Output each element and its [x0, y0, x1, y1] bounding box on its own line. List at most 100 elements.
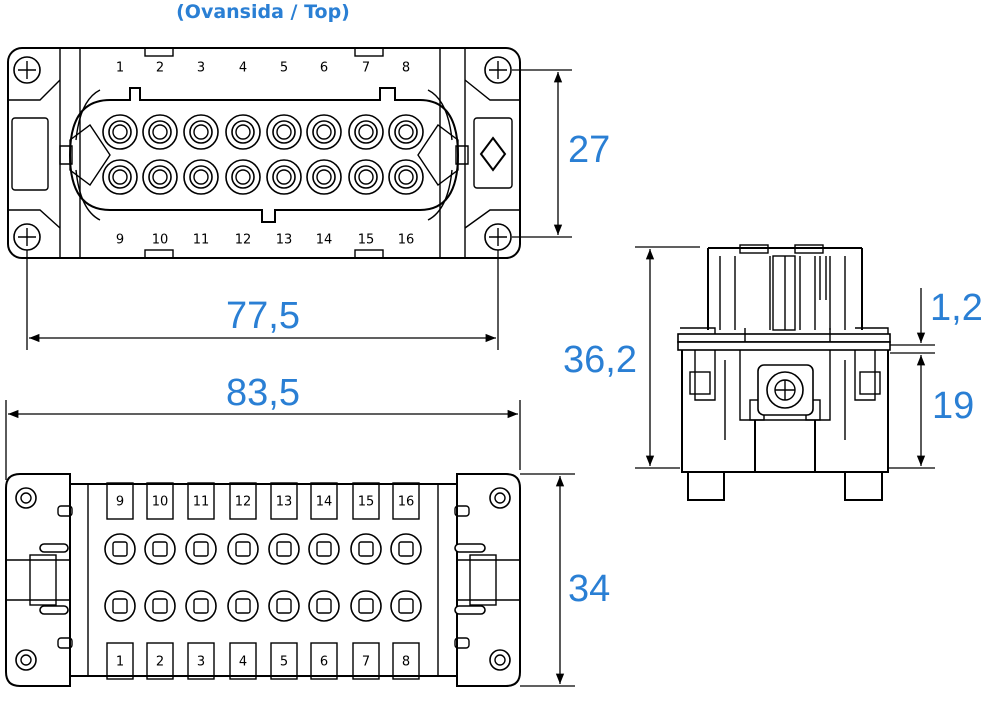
- contact-socket: [306, 114, 342, 150]
- contact-terminal: [390, 590, 422, 622]
- numbered-tab: 13: [270, 482, 298, 520]
- tab-number-label: 14: [316, 495, 333, 510]
- screw-icon: [13, 223, 41, 251]
- numbered-tab: 16: [392, 482, 420, 520]
- contact-number-label: 4: [239, 61, 247, 76]
- contact-number-label: 8: [402, 61, 410, 76]
- contact-terminal: [144, 533, 176, 565]
- contact-terminal: [268, 533, 300, 565]
- dimension-bottom-height: 34: [520, 473, 610, 687]
- view-caption: (Ovansida / Top): [176, 1, 350, 23]
- numbered-tab: 10: [146, 482, 174, 520]
- top-view-contacts: [102, 114, 424, 195]
- numbered-tab: 14: [310, 482, 338, 520]
- contact-terminal: [350, 590, 382, 622]
- polarization-diamond-icon: [479, 136, 507, 172]
- contact-number-label: 3: [197, 61, 205, 76]
- tab-number-label: 3: [197, 655, 205, 670]
- tab-number-label: 1: [116, 655, 124, 670]
- contact-number-label: 5: [280, 61, 288, 76]
- contact-socket: [142, 159, 178, 195]
- numbered-tab: 6: [310, 642, 338, 680]
- tab-number-label: 4: [239, 655, 247, 670]
- dim-label-83-5: 83,5: [226, 372, 300, 414]
- contact-socket: [102, 114, 138, 150]
- tab-number-label: 2: [156, 655, 164, 670]
- tab-number-label: 9: [116, 495, 124, 510]
- contact-socket: [142, 114, 178, 150]
- dim-label-34: 34: [568, 568, 610, 610]
- contact-number-label: 10: [152, 233, 169, 248]
- numbered-tab: 9: [106, 482, 134, 520]
- numbered-tab: 11: [187, 482, 215, 520]
- contact-number-label: 16: [398, 233, 415, 248]
- contact-number-label: 12: [235, 233, 252, 248]
- fixing-hole-icon: [489, 649, 511, 671]
- dimension-side-lower: 19: [888, 355, 974, 469]
- contact-terminal: [185, 590, 217, 622]
- numbered-tab: 12: [229, 482, 257, 520]
- contact-socket: [183, 114, 219, 150]
- numbered-tab: 8: [392, 642, 420, 680]
- top-view-contact-insert: [68, 87, 460, 223]
- contact-socket: [348, 114, 384, 150]
- tab-number-label: 6: [320, 655, 328, 670]
- screw-icon: [484, 56, 512, 84]
- contact-number-label: 13: [276, 233, 293, 248]
- contact-socket: [348, 159, 384, 195]
- contact-terminal: [350, 533, 382, 565]
- contact-number-label: 9: [116, 233, 124, 248]
- contact-number-label: 14: [316, 233, 333, 248]
- contact-terminal: [144, 590, 176, 622]
- tab-number-label: 12: [235, 495, 252, 510]
- contact-socket: [388, 159, 424, 195]
- fixing-hole-icon: [15, 649, 37, 671]
- dim-label-19: 19: [932, 385, 974, 427]
- dim-label-36-2: 36,2: [563, 339, 637, 381]
- dim-label-1-2: 1,2: [930, 287, 983, 329]
- contact-socket: [225, 159, 261, 195]
- tab-number-label: 10: [152, 495, 169, 510]
- contact-terminal: [227, 533, 259, 565]
- dimension-hole-spacing: 77,5: [26, 250, 499, 350]
- tab-number-label: 13: [276, 495, 293, 510]
- contact-socket: [102, 159, 138, 195]
- contact-terminal: [268, 590, 300, 622]
- tab-number-label: 11: [193, 495, 210, 510]
- numbered-tab: 5: [270, 642, 298, 680]
- contact-terminal: [390, 533, 422, 565]
- contact-terminal: [104, 533, 136, 565]
- contact-terminal: [308, 590, 340, 622]
- dimension-side-flange: 1,2: [890, 287, 983, 354]
- contact-number-label: 15: [358, 233, 375, 248]
- contact-socket: [388, 114, 424, 150]
- tab-number-label: 8: [402, 655, 410, 670]
- numbered-tab: 1: [106, 642, 134, 680]
- fixing-hole-icon: [15, 487, 37, 509]
- contact-number-label: 2: [156, 61, 164, 76]
- numbered-tab: 7: [352, 642, 380, 680]
- contact-socket: [183, 159, 219, 195]
- tab-number-label: 5: [280, 655, 288, 670]
- numbered-tab: 4: [229, 642, 257, 680]
- contact-number-label: 1: [116, 61, 124, 76]
- side-screw-icon: [757, 364, 814, 416]
- top-view-housing: [7, 47, 521, 259]
- tab-number-label: 15: [358, 495, 375, 510]
- bottom-view-contacts: [104, 533, 422, 622]
- tab-number-label: 7: [362, 655, 370, 670]
- contact-socket: [266, 159, 302, 195]
- dimension-overall-width: 83,5: [5, 372, 521, 480]
- bottom-view-housing: [5, 473, 71, 687]
- screw-icon: [484, 223, 512, 251]
- dim-label-27: 27: [568, 129, 610, 171]
- numbered-tab: 3: [187, 642, 215, 680]
- dimension-top-height: 27: [512, 69, 610, 238]
- contact-number-label: 6: [320, 61, 328, 76]
- tab-number-label: 16: [398, 495, 415, 510]
- screw-icon: [13, 56, 41, 84]
